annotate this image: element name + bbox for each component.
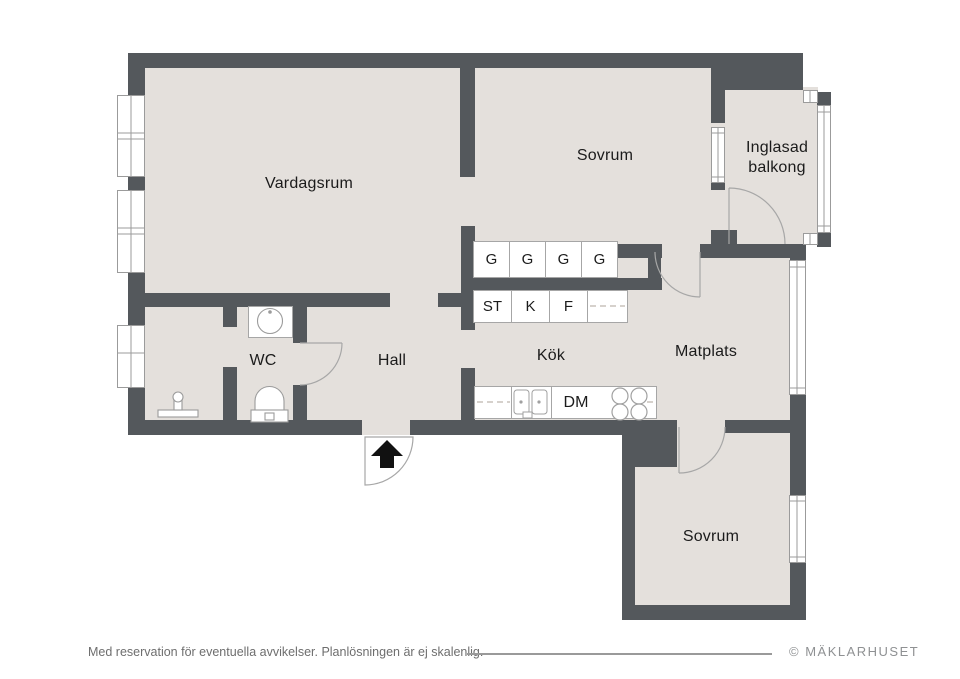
window-hall [117, 325, 145, 388]
wall-bedroom2-notch [635, 433, 670, 467]
window-matplats [789, 260, 806, 395]
room-label-kok: Kök [536, 347, 566, 364]
wall-balcony-top [724, 53, 803, 90]
wall-livingroom-stub [438, 293, 462, 307]
door-arc-entrance [364, 436, 414, 486]
wall-matplats-right [790, 395, 806, 495]
closet-st: ST [473, 290, 512, 323]
footer-divider [467, 653, 772, 655]
window-balcony-bottom [803, 233, 818, 245]
wall-wc-left [223, 307, 237, 327]
window-livingroom-1 [117, 95, 145, 177]
wall-wc-right [293, 307, 307, 343]
wall-wc-right [293, 385, 307, 420]
window-livingroom-2 [117, 190, 145, 273]
wall-top [128, 53, 728, 68]
dishwasher-label: DM [563, 394, 589, 411]
wardrobe-g-4: G [581, 241, 618, 278]
wall-matplats-bottom [725, 420, 790, 433]
wall-kitchen-matplats-stub [648, 244, 661, 287]
room-label-sovrum-2: Sovrum [682, 528, 740, 545]
wall-balcony-corner-tr [817, 92, 831, 105]
wall-under-wardrobes [461, 278, 662, 290]
footer-disclaimer: Med reservation för eventuella avvikelse… [88, 645, 484, 659]
closet-f: F [549, 290, 588, 323]
wall-bedroom2-left [622, 467, 635, 620]
wc-sink-box [248, 306, 293, 338]
wardrobe-g-2: G [509, 241, 546, 278]
wall-kitchen-left [461, 368, 475, 422]
wall-bedroom-balcony [711, 68, 725, 123]
wall-livingroom-bottom [128, 293, 390, 307]
wardrobe-g-1: G [473, 241, 510, 278]
kitchen-sink [511, 386, 552, 419]
wall-balcony-bottomleft [711, 230, 737, 244]
room-label-vardagsrum: Vardagsrum [265, 175, 353, 192]
wall-matplats-right [790, 244, 806, 260]
closet-open [587, 290, 628, 323]
window-bedroom2 [789, 495, 806, 563]
room-label-balkong-line2: balkong [748, 159, 806, 176]
wall-bottom [410, 420, 622, 435]
wall-balcony-corner-br [817, 233, 831, 247]
room-label-wc: WC [249, 352, 277, 369]
window-balcony-top [803, 90, 818, 103]
wardrobe-g-3: G [545, 241, 582, 278]
closet-k: K [511, 290, 550, 323]
room-label-hall: Hall [377, 352, 407, 369]
wall-wc-left [223, 367, 237, 420]
floor-entrance-gap [362, 420, 410, 435]
wall-livingroom-bedroom [460, 68, 475, 177]
brand-logo: © MÄKLARHUSET [789, 644, 920, 659]
room-label-sovrum-1: Sovrum [576, 147, 634, 164]
room-label-matplats: Matplats [674, 343, 738, 360]
room-label-balkong-line1: Inglasad [745, 139, 809, 156]
wall-matplats-top-right [700, 244, 806, 258]
entrance-arrow [371, 440, 403, 468]
wall-bedroom2-bottom [622, 605, 806, 620]
wall-bottom [128, 420, 362, 435]
wall-bedroom-balcony-sill [711, 183, 725, 190]
wall-left [128, 177, 145, 190]
wall-left [128, 53, 145, 95]
